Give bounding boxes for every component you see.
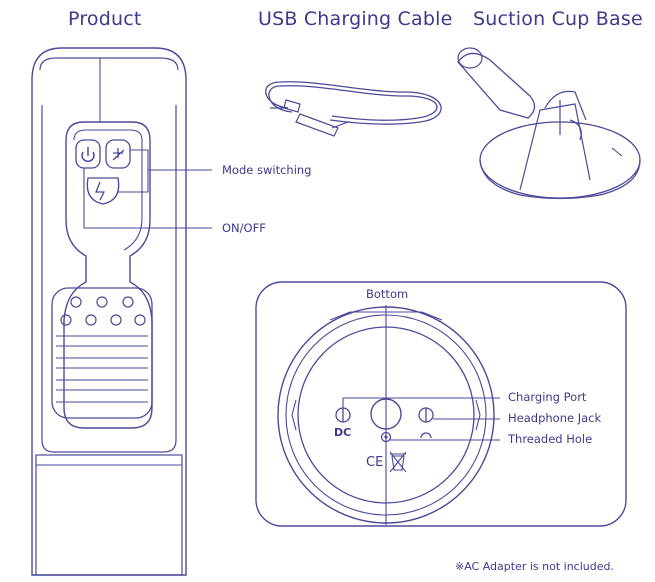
mode-switching-label: Mode switching: [222, 163, 312, 177]
dc-mark: DC: [334, 426, 352, 439]
on-off-label: ON/OFF: [222, 221, 266, 235]
bottom-title: Bottom: [366, 287, 409, 301]
threaded-hole-label: Threaded Hole: [508, 432, 593, 446]
suction-base-heading: Suction Cup Base: [473, 8, 643, 30]
mode-button-icon: [105, 139, 131, 169]
threaded-hole-icon: [380, 431, 392, 443]
recycle-bin-icon: [389, 451, 407, 473]
charging-port-label: Charging Port: [508, 390, 587, 404]
usb-cable-illustration: [265, 81, 442, 137]
footnote: ※AC Adapter is not included.: [455, 560, 614, 573]
usb-cable-heading: USB Charging Cable: [258, 8, 453, 30]
product-illustration: [31, 47, 212, 576]
boost-button-icon: [86, 177, 120, 205]
suction-base-illustration: [457, 47, 641, 200]
headphone-jack-label: Headphone Jack: [508, 411, 602, 425]
headphone-symbol-icon: [420, 432, 432, 439]
bottom-view-illustration: [255, 281, 627, 527]
ce-mark: CE: [366, 455, 384, 470]
bottom-view-frame: [255, 281, 627, 527]
power-button-icon: [75, 139, 101, 169]
product-heading: Product: [68, 8, 142, 30]
center-socket-icon: [370, 398, 402, 430]
